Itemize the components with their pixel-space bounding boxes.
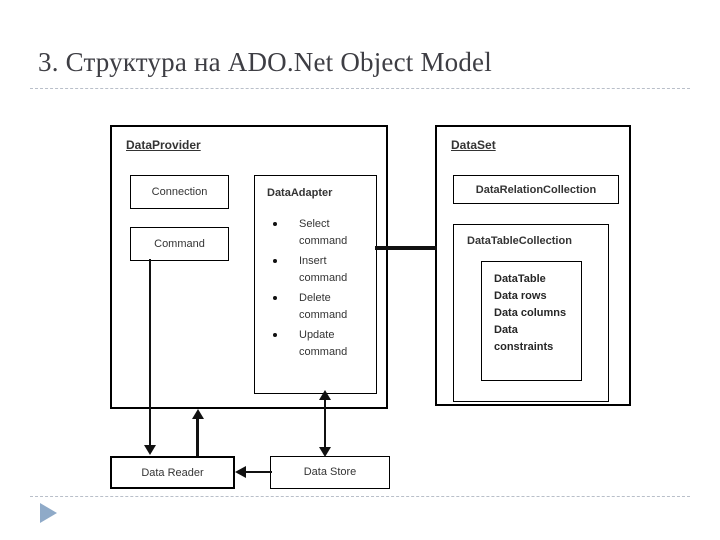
data-table-line: Data rows bbox=[494, 290, 547, 302]
connector-command-to-data-reader-arrow bbox=[144, 445, 156, 455]
data-provider-box[interactable]: DataProvider Connection Command DataAdap… bbox=[110, 125, 388, 409]
list-item: Insert command bbox=[267, 253, 359, 287]
data-adapter-title: DataAdapter bbox=[267, 187, 333, 199]
connector-data-store-to-data-reader-line bbox=[246, 471, 272, 473]
play-triangle-icon bbox=[40, 503, 57, 523]
data-table-box[interactable]: DataTable Data rows Data columns Data co… bbox=[481, 261, 582, 381]
connector-data-provider-to-data-set bbox=[375, 246, 437, 250]
list-item: Select command bbox=[267, 216, 359, 250]
data-table-line: DataTable bbox=[494, 273, 546, 285]
data-table-collection-box[interactable]: DataTableCollection DataTable Data rows … bbox=[453, 224, 609, 402]
connector-data-adapter-to-data-store-line bbox=[324, 399, 326, 449]
connector-data-reader-to-data-provider-arrow bbox=[192, 409, 204, 419]
command-box[interactable]: Command bbox=[130, 227, 229, 261]
data-reader-box[interactable]: Data Reader bbox=[110, 456, 235, 489]
data-set-title: DataSet bbox=[451, 138, 496, 152]
connector-data-store-to-data-reader-arrow bbox=[235, 466, 246, 478]
command-label: Command bbox=[154, 238, 205, 250]
data-adapter-command-list: Select command Insert command Delete com… bbox=[267, 216, 377, 364]
data-table-line: Data constraints bbox=[494, 324, 554, 353]
data-reader-label: Data Reader bbox=[141, 467, 204, 479]
data-relation-collection-box[interactable]: DataRelationCollection bbox=[453, 175, 619, 204]
list-item: Delete command bbox=[267, 290, 359, 324]
list-item: Update command bbox=[267, 327, 359, 361]
data-relation-collection-label: DataRelationCollection bbox=[475, 184, 597, 196]
data-store-box[interactable]: Data Store bbox=[270, 456, 390, 489]
data-table-lines: DataTable Data rows Data columns Data co… bbox=[494, 271, 568, 356]
page-title: 3. Структура на ADO.Net Object Model bbox=[38, 47, 492, 77]
connection-box[interactable]: Connection bbox=[130, 175, 229, 209]
connector-data-adapter-to-data-store-arrow-up bbox=[319, 390, 331, 400]
data-provider-title: DataProvider bbox=[126, 138, 201, 152]
connector-data-adapter-to-data-store-arrow-down bbox=[319, 447, 331, 457]
data-table-line: Data columns bbox=[494, 307, 567, 319]
title-divider bbox=[30, 88, 690, 89]
data-store-label: Data Store bbox=[303, 466, 357, 478]
connector-data-reader-to-data-provider-line bbox=[196, 418, 199, 456]
data-set-box[interactable]: DataSet DataRelationCollection DataTable… bbox=[435, 125, 631, 406]
data-table-collection-label: DataTableCollection bbox=[467, 235, 572, 247]
footer-divider bbox=[30, 496, 690, 497]
connector-command-to-data-reader-line bbox=[149, 259, 151, 447]
data-adapter-box[interactable]: DataAdapter Select command Insert comman… bbox=[254, 175, 377, 394]
connection-label: Connection bbox=[151, 186, 208, 198]
